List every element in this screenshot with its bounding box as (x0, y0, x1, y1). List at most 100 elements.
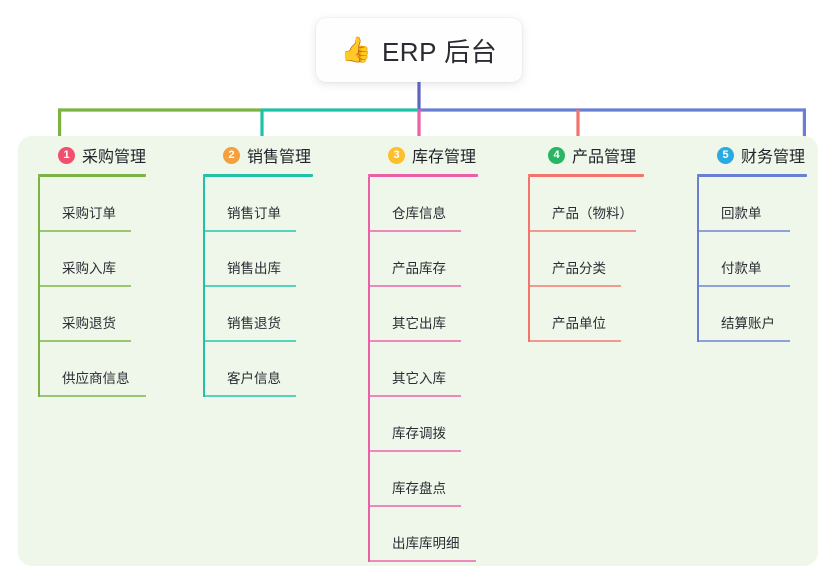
leaf-item-label: 结算账户 (721, 316, 775, 331)
leaf-item[interactable]: 其它出库 (368, 287, 478, 342)
leaf-item-label: 采购入库 (62, 261, 116, 276)
leaf-item[interactable]: 销售出库 (203, 232, 313, 287)
leaf-underline (697, 340, 790, 342)
leaf-item-label: 采购退货 (62, 316, 116, 331)
leaf-item-label: 产品（物料） (552, 206, 633, 221)
branch-title: 库存管理 (412, 149, 477, 166)
leaf-item[interactable]: 采购入库 (38, 232, 146, 287)
leaf-underline (368, 450, 461, 452)
leaf-item-label: 库存调拨 (392, 426, 446, 441)
branch-spine (368, 177, 370, 562)
leaf-item[interactable]: 产品分类 (528, 232, 644, 287)
leaf-underline (368, 340, 461, 342)
branch-spine (203, 177, 205, 397)
leaf-underline (38, 340, 131, 342)
leaf-underline (368, 285, 461, 287)
leaf-underline (697, 230, 790, 232)
branch-header-3[interactable]: 3 库存管理 (368, 142, 478, 168)
leaf-item[interactable]: 采购订单 (38, 177, 146, 232)
leaf-underline (38, 395, 146, 397)
leaf-item[interactable]: 付款单 (697, 232, 807, 287)
branch-underline (368, 174, 478, 177)
branch-spine (697, 177, 699, 342)
leaf-item[interactable]: 产品（物料） (528, 177, 644, 232)
leaf-item-label: 产品库存 (392, 261, 446, 276)
leaf-item[interactable]: 客户信息 (203, 342, 313, 397)
leaf-item-label: 销售出库 (227, 261, 281, 276)
leaf-underline (368, 505, 461, 507)
leaf-underline (203, 230, 296, 232)
branch-number-badge: 5 (717, 146, 734, 164)
leaf-item[interactable]: 结算账户 (697, 287, 807, 342)
branch-underline (38, 174, 146, 177)
leaf-underline (203, 285, 296, 287)
branch-spine (38, 177, 40, 397)
leaf-item[interactable]: 回款单 (697, 177, 807, 232)
branch-title: 财务管理 (741, 149, 806, 166)
leaf-item-label: 其它出库 (392, 316, 446, 331)
branch-underline (528, 174, 644, 177)
leaf-item-label: 采购订单 (62, 206, 116, 221)
leaf-item-label: 其它入库 (392, 371, 446, 386)
branch-underline (697, 174, 807, 177)
leaf-underline (203, 395, 296, 397)
root-node[interactable]: 👍 ERP 后台 (316, 18, 522, 82)
branch-column-5: 5 财务管理回款单付款单结算账户 (697, 142, 807, 342)
branch-items: 采购订单采购入库采购退货供应商信息 (38, 177, 146, 397)
branch-number-badge: 1 (58, 146, 75, 164)
leaf-item-label: 出库库明细 (392, 536, 460, 551)
branch-items: 仓库信息产品库存其它出库其它入库库存调拨库存盘点出库库明细 (368, 177, 478, 562)
branch-title: 采购管理 (82, 149, 147, 166)
leaf-underline (368, 230, 461, 232)
leaf-item-label: 仓库信息 (392, 206, 446, 221)
branch-underline (203, 174, 313, 177)
leaf-underline (368, 395, 461, 397)
leaf-underline (38, 285, 131, 287)
leaf-underline (528, 230, 636, 232)
leaf-item-label: 回款单 (721, 206, 762, 221)
branch-header-5[interactable]: 5 财务管理 (697, 142, 807, 168)
branch-number-badge: 3 (388, 146, 405, 164)
leaf-item[interactable]: 仓库信息 (368, 177, 478, 232)
branch-column-4: 4 产品管理产品（物料） 产品分类产品单位 (528, 142, 644, 342)
branch-items: 产品（物料） 产品分类产品单位 (528, 177, 644, 342)
leaf-item-label: 产品分类 (552, 261, 606, 276)
branch-header-4[interactable]: 4 产品管理 (528, 142, 644, 168)
branch-number-badge: 2 (223, 146, 240, 164)
thumbs-up-icon: 👍 (340, 35, 372, 64)
branch-column-1: 1 采购管理采购订单采购入库采购退货供应商信息 (38, 142, 146, 397)
diagram-panel (18, 136, 818, 566)
branch-spine (528, 177, 530, 342)
leaf-item[interactable]: 采购退货 (38, 287, 146, 342)
leaf-underline (203, 340, 296, 342)
leaf-item[interactable]: 销售退货 (203, 287, 313, 342)
leaf-underline (368, 560, 476, 562)
leaf-item-label: 付款单 (721, 261, 762, 276)
leaf-underline (697, 285, 790, 287)
leaf-item-label: 产品单位 (552, 316, 606, 331)
leaf-item-label: 库存盘点 (392, 481, 446, 496)
leaf-item[interactable]: 产品单位 (528, 287, 644, 342)
branch-number-badge: 4 (548, 146, 565, 164)
branch-header-2[interactable]: 2 销售管理 (203, 142, 313, 168)
branch-column-2: 2 销售管理销售订单销售出库销售退货客户信息 (203, 142, 313, 397)
leaf-item[interactable]: 销售订单 (203, 177, 313, 232)
branch-items: 回款单付款单结算账户 (697, 177, 807, 342)
branch-header-1[interactable]: 1 采购管理 (38, 142, 146, 168)
branch-column-3: 3 库存管理仓库信息产品库存其它出库其它入库库存调拨库存盘点出库库明细 (368, 142, 478, 562)
leaf-item[interactable]: 出库库明细 (368, 507, 478, 562)
branch-title: 销售管理 (247, 149, 312, 166)
leaf-item-label: 销售退货 (227, 316, 281, 331)
leaf-underline (528, 340, 621, 342)
leaf-underline (38, 230, 131, 232)
branch-title: 产品管理 (572, 149, 637, 166)
leaf-item[interactable]: 产品库存 (368, 232, 478, 287)
leaf-item-label: 销售订单 (227, 206, 281, 221)
leaf-item[interactable]: 库存调拨 (368, 397, 478, 452)
leaf-item[interactable]: 其它入库 (368, 342, 478, 397)
leaf-item[interactable]: 库存盘点 (368, 452, 478, 507)
leaf-item[interactable]: 供应商信息 (38, 342, 146, 397)
leaf-underline (528, 285, 621, 287)
root-node-label: ERP 后台 (381, 36, 498, 67)
leaf-item-label: 供应商信息 (62, 371, 130, 386)
